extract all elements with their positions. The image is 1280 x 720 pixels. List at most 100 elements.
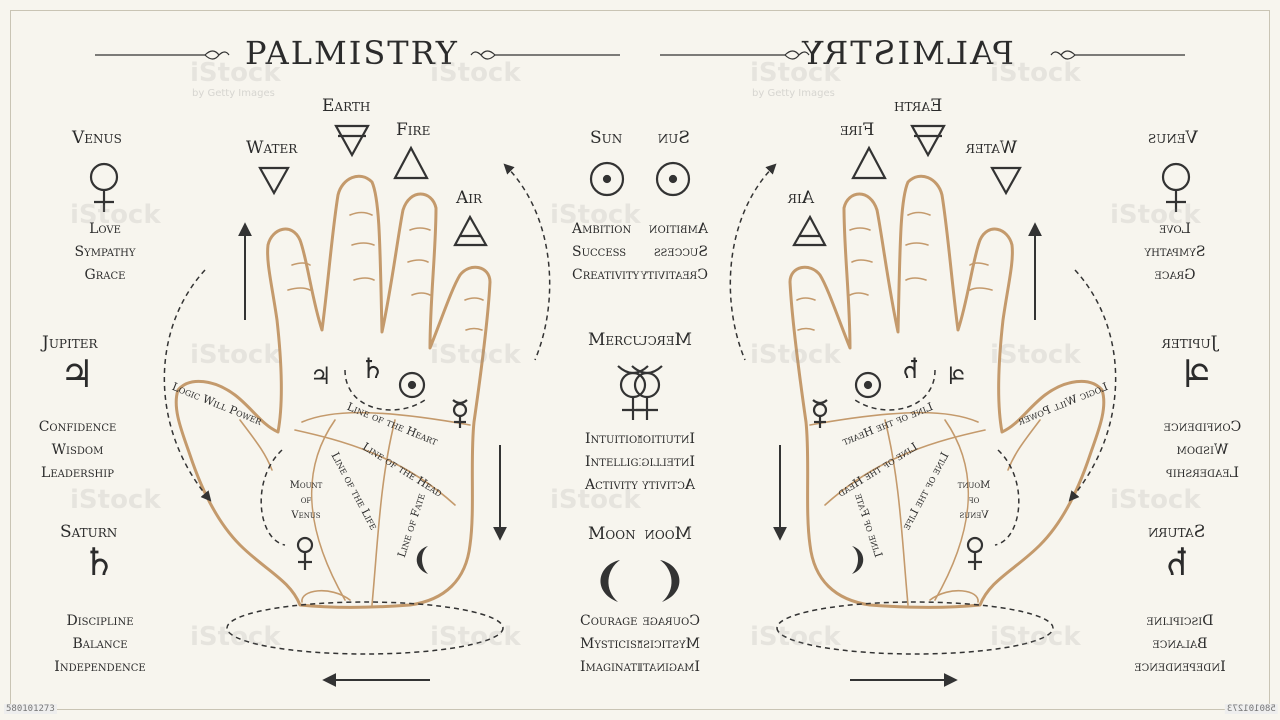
jupiter-icon-mirrored: ♃: [1180, 352, 1215, 396]
moon-trait: Mysticism: [580, 636, 640, 652]
moon-traits-mirrored: Courage Mysticism Imagination: [640, 610, 700, 679]
venus-trait: Grace: [1154, 267, 1196, 283]
saturn-title: Saturn: [60, 522, 118, 542]
sun-trait: Creativity: [640, 267, 708, 283]
mercury-trait: Activity: [642, 477, 695, 493]
jupiter-mount-icon: ♃: [310, 362, 332, 390]
center-right-clip: Sun Ambition Success Creativity Mercury …: [640, 0, 720, 720]
saturn-trait: Independence: [1134, 659, 1226, 675]
moon-title-mirrored: Moon: [644, 524, 692, 544]
moon-trait: Mysticism: [640, 636, 700, 652]
watermark: iStock: [550, 200, 641, 230]
sun-title: Sun: [590, 128, 623, 148]
jupiter-icon: ♃: [60, 352, 95, 396]
moon-title: Moon: [588, 524, 636, 544]
mercury-trait: Intuition: [585, 431, 640, 447]
page-title: PALMISTRY: [245, 34, 459, 72]
watermark: iStock: [190, 622, 281, 652]
moon-trait: Courage: [580, 613, 638, 629]
watermark: iStock: [550, 485, 641, 515]
watermark: iStock: [1110, 200, 1201, 230]
jupiter-trait: Confidence: [1163, 419, 1242, 435]
watermark-sub: by Getty Images: [192, 88, 275, 99]
jupiter-traits-mirrored: Confidence Wisdom Leadership: [1150, 416, 1255, 485]
mercury-traits-mirrored: Intuition Intelligence Activity: [640, 428, 695, 497]
jupiter-traits: Confidence Wisdom Leadership: [25, 416, 130, 485]
saturn-mount-icon-mirrored: ♄: [898, 352, 924, 385]
sun-traits-mirrored: Ambition Success Creativity: [641, 218, 708, 287]
mercury-title: Mercury: [588, 330, 640, 350]
watermark-sub: by Getty Images: [752, 88, 835, 99]
watermark: iStock: [70, 485, 161, 515]
jupiter-title: Jupiter: [42, 333, 98, 353]
element-air-label-mirrored: Air: [788, 188, 815, 208]
element-fire-label-mirrored: Fire: [840, 120, 875, 140]
mercury-trait: Intelligence: [585, 454, 640, 470]
jupiter-title-mirrored: Jupiter: [1162, 333, 1218, 353]
jupiter-trait: Confidence: [38, 419, 117, 435]
venus-trait: Grace: [84, 267, 126, 283]
mercury-trait: Intuition: [640, 431, 695, 447]
mercury-title-mirrored: Mercury: [640, 330, 692, 350]
jupiter-trait: Wisdom: [51, 442, 104, 458]
sun-trait: Ambition: [648, 221, 708, 237]
mercury-traits: Intuition Intelligence Activity: [585, 428, 640, 497]
element-air-label: Air: [456, 188, 483, 208]
sun-traits: Ambition Success Creativity: [572, 218, 639, 287]
watermark: iStock: [430, 58, 521, 88]
venus-trait: Sympathy: [1144, 244, 1206, 260]
venus-trait: Sympathy: [74, 244, 136, 260]
saturn-trait: Balance: [1152, 636, 1208, 652]
watermark: iStock: [70, 200, 161, 230]
outer-frame: [10, 10, 1270, 710]
element-earth-label-mirrored: Earth: [894, 96, 943, 116]
image-id-mirrored: 580101273: [1225, 704, 1278, 714]
moon-trait: Imagination: [640, 659, 700, 675]
watermark: iStock: [990, 622, 1081, 652]
moon-traits: Courage Mysticism Imagination: [580, 610, 640, 679]
sun-trait: Success: [572, 244, 627, 260]
moon-trait: Imagination: [580, 659, 640, 675]
saturn-trait: Balance: [72, 636, 128, 652]
watermark: iStock: [750, 340, 841, 370]
saturn-traits-mirrored: Discipline Balance Independence: [1125, 610, 1235, 679]
sun-title-mirrored: Sun: [657, 128, 690, 148]
saturn-trait: Discipline: [66, 613, 134, 629]
watermark: iStock: [190, 340, 281, 370]
mount-of-venus-label: Mount of Venus: [289, 480, 323, 521]
watermark: iStock: [190, 58, 281, 88]
watermark: iStock: [750, 622, 841, 652]
element-water-label-mirrored: Water: [966, 138, 1018, 158]
jupiter-trait: Wisdom: [1176, 442, 1229, 458]
element-water-label: Water: [246, 138, 298, 158]
saturn-trait: Independence: [54, 659, 146, 675]
watermark: iStock: [430, 340, 521, 370]
venus-title-mirrored: Venus: [1148, 128, 1198, 148]
image-id: 580101273: [4, 704, 57, 714]
element-fire-label: Fire: [396, 120, 431, 140]
venus-trait: Love: [89, 221, 121, 237]
watermark: iStock: [1110, 485, 1201, 515]
venus-title: Venus: [72, 128, 122, 148]
jupiter-mount-icon-mirrored: ♃: [946, 362, 968, 390]
watermark: iStock: [750, 58, 841, 88]
sun-trait: Success: [653, 244, 708, 260]
watermark: iStock: [430, 622, 521, 652]
jupiter-trait: Leadership: [41, 465, 114, 481]
mercury-trait: Activity: [585, 477, 638, 493]
sun-trait: Ambition: [572, 221, 632, 237]
mercury-trait: Intelligence: [640, 454, 695, 470]
saturn-icon-mirrored: ♄: [1160, 540, 1195, 584]
venus-traits: Love Sympathy Grace: [55, 218, 155, 287]
center-left-clip: Sun Ambition Success Creativity Mercury …: [560, 0, 640, 720]
jupiter-trait: Leadership: [1166, 465, 1239, 481]
saturn-title-mirrored: Saturn: [1148, 522, 1206, 542]
saturn-trait: Discipline: [1146, 613, 1214, 629]
watermark: iStock: [990, 340, 1081, 370]
sun-trait: Creativity: [572, 267, 640, 283]
saturn-icon: ♄: [82, 540, 117, 584]
watermark: iStock: [990, 58, 1081, 88]
saturn-mount-icon: ♄: [360, 352, 386, 385]
saturn-traits: Discipline Balance Independence: [45, 610, 155, 679]
